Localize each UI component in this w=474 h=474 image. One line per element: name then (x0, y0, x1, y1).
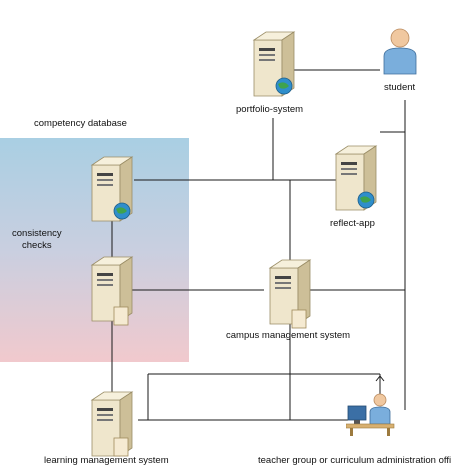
arrow-tick (375, 375, 385, 382)
document-icon (113, 306, 129, 326)
reflect-app-server-icon (334, 145, 378, 211)
teacher-group-label: teacher group or curriculum administrati… (258, 455, 452, 466)
consistency-checks-label-line2: checks (22, 240, 52, 251)
competency-database-server-icon (90, 256, 134, 326)
portfolio-server-icon (252, 31, 296, 97)
monitor-icon (347, 405, 367, 421)
student-label: student (384, 82, 416, 93)
consistency-checks-label-line1: consistency (12, 228, 62, 239)
learning-management-server-icon (90, 391, 134, 457)
document-icon (291, 309, 307, 329)
learning-management-system-label: learning management system (44, 455, 169, 466)
reflect-app-label: reflect-app (330, 218, 375, 229)
campus-management-server-icon (268, 259, 312, 329)
document-icon (113, 437, 129, 457)
competency-web-server-icon (90, 156, 134, 222)
competency-database-label: competency database (34, 118, 127, 129)
portfolio-system-label: portfolio-system (236, 104, 304, 115)
student-person-icon (383, 28, 417, 75)
teacher-workstation-icon (346, 393, 395, 436)
campus-management-system-label: campus management system (226, 330, 351, 341)
